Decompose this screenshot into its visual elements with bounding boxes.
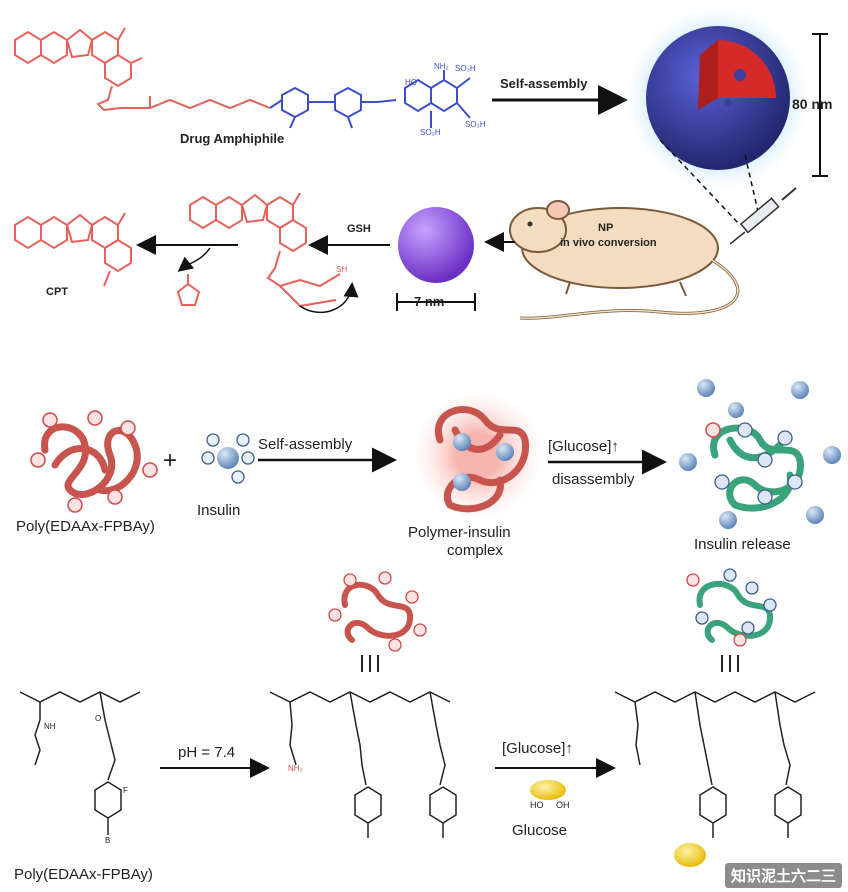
equivalence-mark-2 <box>721 655 739 672</box>
complex-label-line2: complex <box>447 542 503 559</box>
nh3-label: NH₃ <box>288 764 303 773</box>
polymer-label: Poly(EDAAx-FPBAy) <box>16 518 155 535</box>
cpt-structure <box>14 212 132 287</box>
syringe-icon <box>729 187 797 245</box>
so3h-label-1: SO₃H <box>455 64 476 73</box>
np-label: NP <box>598 222 614 234</box>
polymer-label-2: Poly(EDAAx-FPBAy) <box>14 866 153 883</box>
polymer-red-coil <box>41 423 141 498</box>
up-arrow-icon: ↑ <box>611 438 619 455</box>
self-assembly-label-bottom: Self-assembly <box>258 436 353 453</box>
polymer-positive-charges <box>30 410 158 513</box>
complex-label-line1: Polymer-insulin <box>408 524 511 541</box>
so3h-label-3: SO₃H <box>420 128 441 137</box>
released-insulin <box>679 379 841 529</box>
insulin-label: Insulin <box>197 502 241 519</box>
svg-text:+: + <box>163 447 177 474</box>
self-assembly-label-top: Self-assembly <box>500 76 588 91</box>
thiolactone-structure <box>176 282 201 306</box>
so3h-label-2: SO₃H <box>465 120 486 129</box>
in-vivo-label: in vivo conversion <box>560 237 657 249</box>
o-label: O <box>95 714 102 723</box>
equivalence-mark-1 <box>361 655 379 672</box>
polymer-structure-left <box>19 691 141 835</box>
drug-amphiphile-label: Drug Amphiphile <box>180 131 285 146</box>
polymer-structure-right <box>614 691 816 838</box>
glucose-up-label-2: [Glucose]↑ <box>502 740 573 757</box>
disassembly-label: disassembly <box>552 471 635 488</box>
b-label: B <box>105 836 111 845</box>
mouse-icon <box>509 200 740 320</box>
oh-label-glucose: OH <box>556 800 570 810</box>
sh-label: SH <box>336 265 348 274</box>
size-bracket-80nm <box>812 33 828 177</box>
small-red-polymer <box>341 581 413 643</box>
nh2-label: NH₂ <box>434 62 449 71</box>
nanoparticle-7nm <box>398 207 474 283</box>
dye-azo-structure <box>281 70 471 129</box>
polymer-structure-middle <box>269 691 457 838</box>
up-arrow-icon-2: ↑ <box>565 740 573 757</box>
size-bracket-7nm <box>396 293 476 311</box>
polymer-negative-charges <box>714 422 803 505</box>
ph-label: pH = 7.4 <box>178 744 236 761</box>
gsh-label: GSH <box>347 223 371 235</box>
insulin-icon <box>201 433 255 484</box>
insulin-release-label: Insulin release <box>694 536 791 553</box>
nanoparticle-core-cutaway <box>718 40 776 98</box>
polymer-green-coil <box>710 424 804 512</box>
ho-label-glucose: HO <box>530 800 544 810</box>
small-green-polymer <box>696 580 773 643</box>
ho-label-top: HO <box>405 78 417 87</box>
watermark: 知识泥土六二三 <box>724 863 842 888</box>
size-label-80nm: 80 nm <box>792 96 833 112</box>
glucose-icon <box>530 780 566 800</box>
drug-amphiphile-structure <box>14 27 271 112</box>
nh-label: NH <box>44 722 56 731</box>
glucose-label: Glucose <box>512 822 568 839</box>
size-label-7nm: 7 nm <box>414 294 445 309</box>
cpt-label: CPT <box>46 286 68 298</box>
intermediate-structure <box>189 192 341 308</box>
f-label: F <box>123 786 128 795</box>
glucose-up-label: [Glucose]↑ <box>548 438 619 455</box>
